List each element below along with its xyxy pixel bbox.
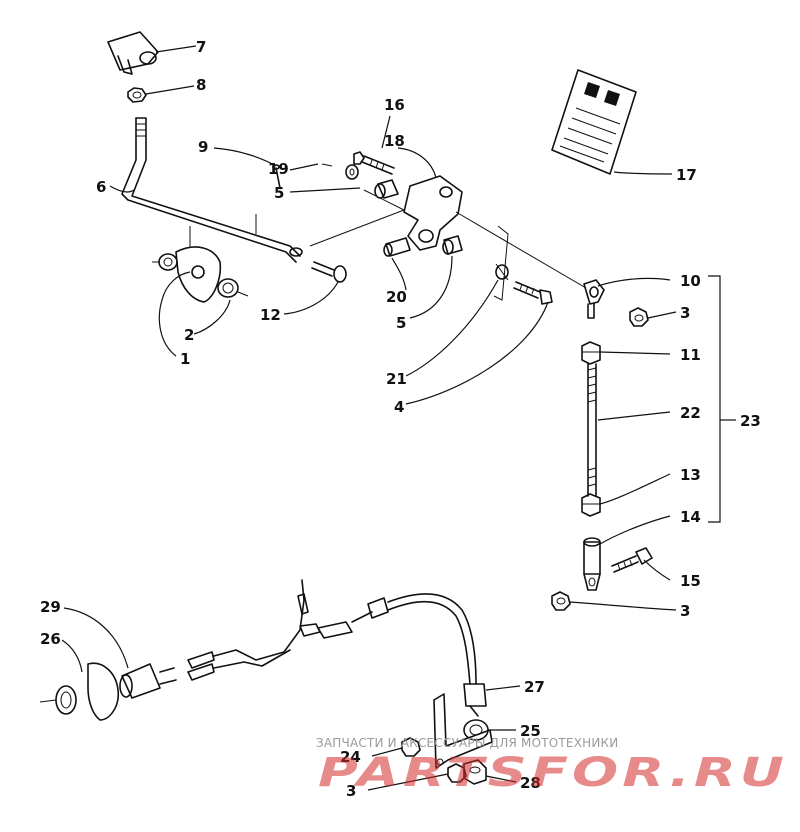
bracket-bolt bbox=[353, 151, 395, 175]
callout-29: 29 bbox=[40, 598, 61, 616]
watermark-logo-text: PARTSFOR.RU bbox=[318, 752, 788, 794]
bracket-nut bbox=[401, 737, 421, 757]
callout-17: 17 bbox=[676, 166, 697, 184]
switch-nut bbox=[463, 759, 487, 785]
callout-3c: 3 bbox=[346, 782, 356, 800]
callout-3a: 3 bbox=[680, 304, 690, 322]
pivot-assembly bbox=[152, 226, 249, 303]
wire-harness bbox=[187, 579, 487, 717]
callout-5b: 5 bbox=[396, 314, 406, 332]
callout-23: 23 bbox=[740, 412, 761, 430]
callout-27: 27 bbox=[524, 678, 545, 696]
callout-22: 22 bbox=[680, 404, 701, 422]
threaded-rod bbox=[587, 363, 597, 497]
callout-16: 16 bbox=[384, 96, 405, 114]
callout-10: 10 bbox=[680, 272, 701, 290]
flat-washer bbox=[321, 163, 359, 180]
jam-nut-upper bbox=[581, 341, 601, 365]
callout-3b: 3 bbox=[680, 602, 690, 620]
pivot-bolt bbox=[311, 261, 347, 283]
callout-7: 7 bbox=[196, 38, 206, 56]
lock-washer bbox=[493, 225, 509, 301]
rod-end-nut-lower bbox=[551, 591, 571, 611]
callout-24: 24 bbox=[340, 748, 361, 766]
callout-20: 20 bbox=[386, 288, 407, 306]
callout-8: 8 bbox=[196, 76, 206, 94]
shift-decal bbox=[551, 69, 637, 175]
callout-28: 28 bbox=[520, 774, 541, 792]
bushing-upper bbox=[374, 179, 399, 199]
callout-2: 2 bbox=[184, 326, 194, 344]
lower-rod-end bbox=[583, 537, 601, 591]
jam-nut-lower bbox=[581, 493, 601, 517]
knob-nut bbox=[127, 87, 147, 103]
cotter-pin bbox=[255, 164, 281, 234]
callout-15: 15 bbox=[680, 572, 701, 590]
shift-knob bbox=[107, 31, 159, 75]
upper-rod-end bbox=[583, 279, 605, 319]
shift-lever bbox=[121, 117, 303, 263]
linkage-bracket bbox=[403, 175, 463, 251]
rod-end-bolt bbox=[611, 547, 653, 573]
callout-21: 21 bbox=[386, 370, 407, 388]
callout-12: 12 bbox=[260, 306, 281, 324]
callout-14: 14 bbox=[680, 508, 701, 526]
callout-5a: 5 bbox=[274, 184, 284, 202]
callout-26: 26 bbox=[40, 630, 61, 648]
callout-1: 1 bbox=[180, 350, 190, 368]
bracket-nut-lower bbox=[447, 763, 467, 783]
watermark-subtitle: ЗАПЧАСТИ И АКСЕССУАРЫ ДЛЯ МОТОТЕХНИКИ bbox=[316, 736, 619, 750]
callout-19: 19 bbox=[268, 160, 289, 178]
linkage-bolt bbox=[513, 281, 553, 305]
callout-6: 6 bbox=[96, 178, 106, 196]
watermark-logo: PARTSFOR.RU bbox=[318, 752, 788, 794]
callout-25: 25 bbox=[520, 722, 541, 740]
rod-end-nut-upper bbox=[629, 307, 649, 327]
callout-11: 11 bbox=[680, 346, 701, 364]
leader-lines bbox=[61, 45, 736, 791]
bushing-lower bbox=[442, 235, 463, 255]
callout-18: 18 bbox=[384, 132, 405, 150]
dash-bezel bbox=[39, 662, 120, 721]
spacer bbox=[383, 237, 411, 257]
callout-9: 9 bbox=[198, 138, 208, 156]
callout-13: 13 bbox=[680, 466, 701, 484]
reverse-switch bbox=[119, 663, 177, 699]
callout-4: 4 bbox=[394, 398, 404, 416]
